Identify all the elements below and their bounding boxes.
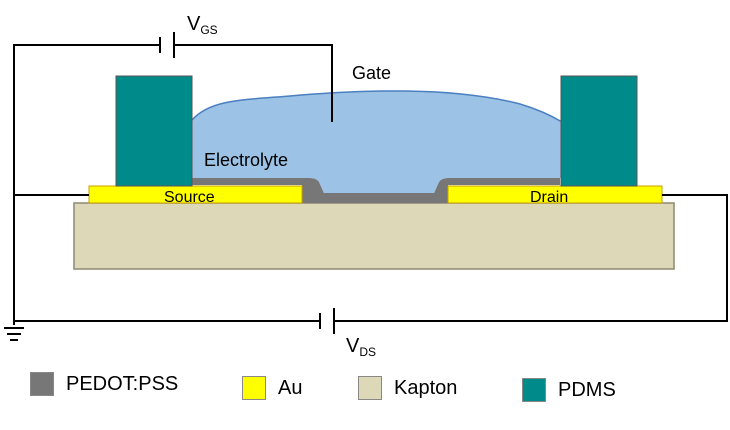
legend-item-kapton: Kapton <box>358 376 457 400</box>
legend-label: Kapton <box>394 376 458 399</box>
legend-label: Au <box>278 376 303 399</box>
electrolyte-label: Electrolyte <box>204 150 288 170</box>
legend-swatch-kapton <box>358 376 382 400</box>
legend-label: PEDOT:PSS <box>66 372 179 395</box>
legend-swatch-pdms <box>522 378 546 402</box>
pedot-pss-layer <box>192 178 560 203</box>
circuit-wires <box>13 44 728 325</box>
source-label: Source <box>164 189 215 206</box>
ground-icon <box>4 327 24 341</box>
gate-label: Gate <box>352 63 391 83</box>
legend-swatch-pedot <box>30 372 54 396</box>
legend-item-pedot: PEDOT:PSS <box>30 372 178 396</box>
pdms-wall-left <box>115 75 193 187</box>
electrolyte-outline <box>191 90 563 123</box>
kapton-substrate <box>73 202 675 270</box>
legend-item-pdms: PDMS <box>522 378 616 402</box>
pedot-channel <box>302 193 448 203</box>
vgs-battery <box>159 32 175 58</box>
pdms-wall-right <box>560 75 638 187</box>
legend: PEDOT:PSS Au Kapton PDMS <box>0 372 730 412</box>
drain-label: Drain <box>530 189 568 206</box>
vds-label: VDS <box>346 335 376 359</box>
legend-label: PDMS <box>558 378 616 401</box>
legend-swatch-au <box>242 376 266 400</box>
electrolyte-droplet <box>192 90 562 193</box>
vds-battery <box>319 308 335 334</box>
legend-item-au: Au <box>242 376 302 400</box>
vgs-label: VGS <box>187 13 218 37</box>
